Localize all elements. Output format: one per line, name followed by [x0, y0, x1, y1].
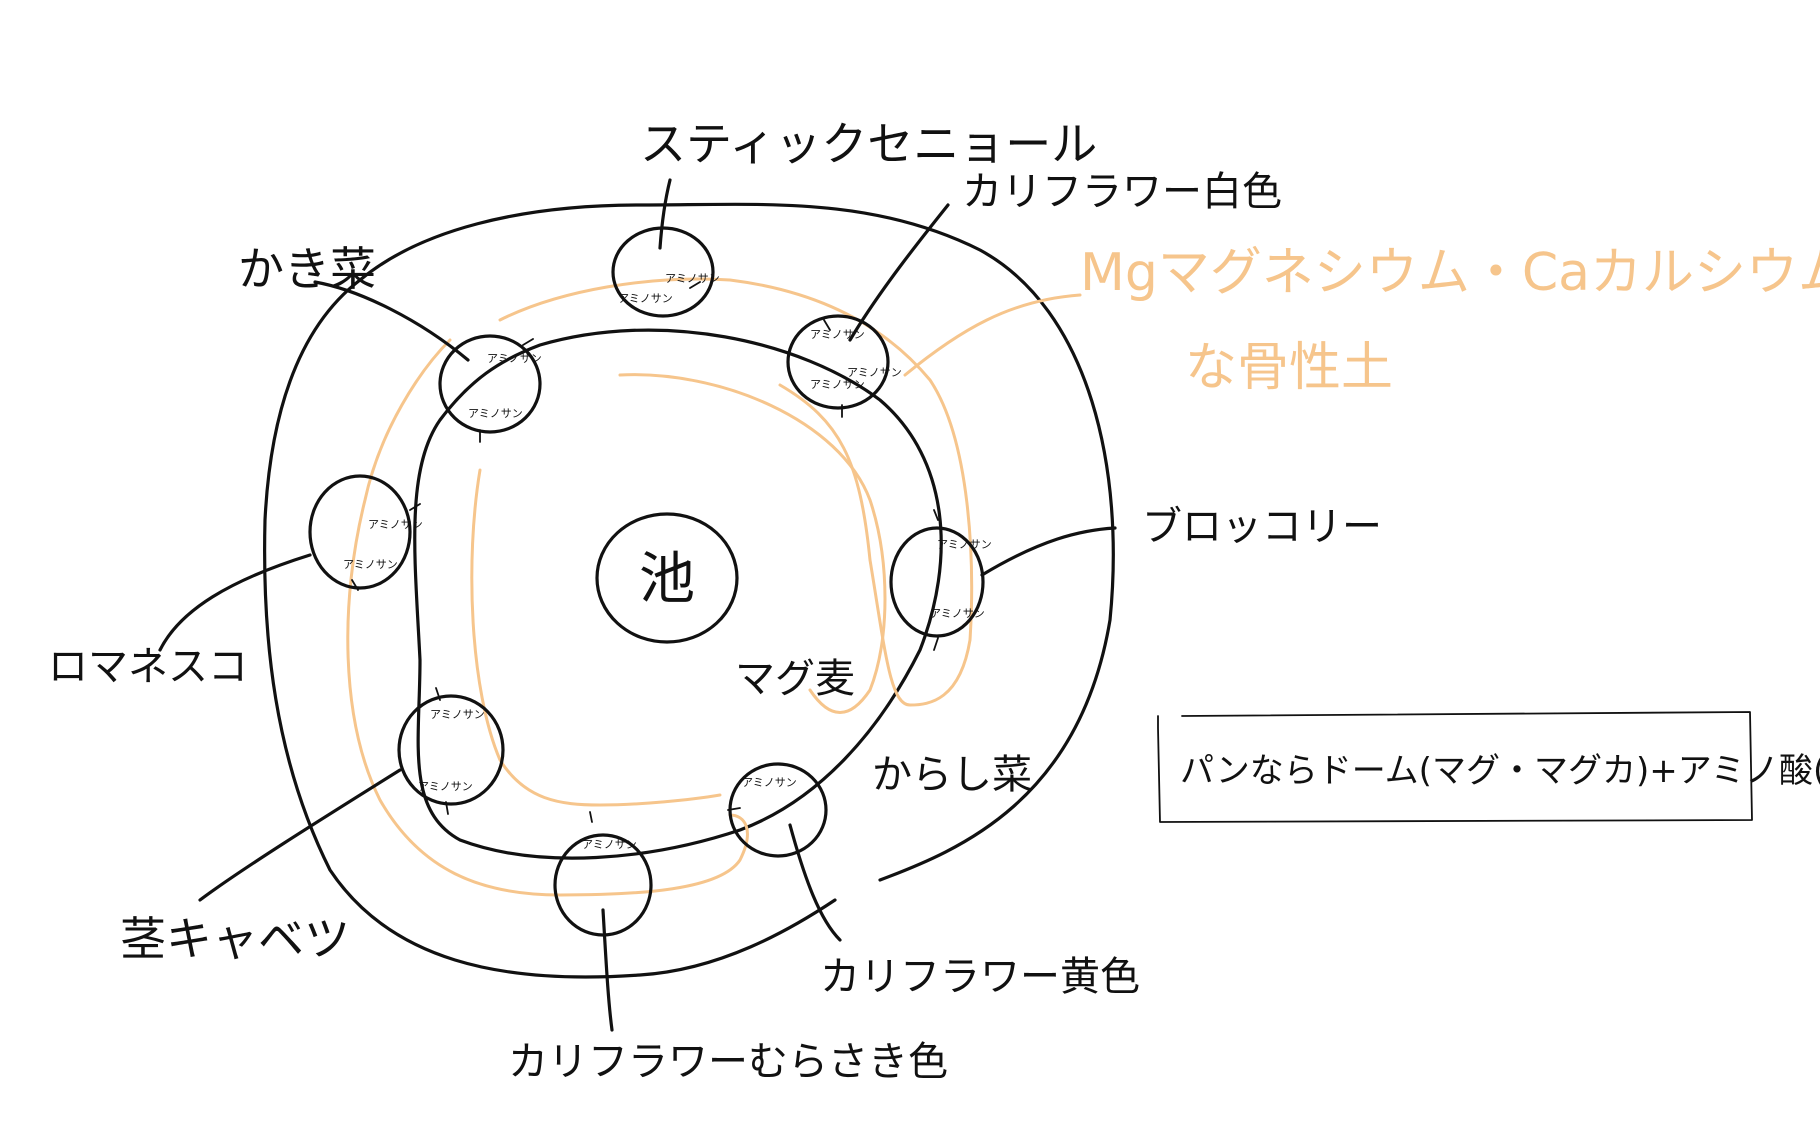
- arrow-marks: [351, 281, 939, 823]
- svg-text:アミノサン: アミノサン: [468, 407, 523, 420]
- plant-circle-top: アミノサン アミノサン: [611, 226, 720, 318]
- inner-ring: [413, 328, 943, 860]
- soil-band-inner: [346, 338, 749, 897]
- svg-text:アミノサン: アミノサン: [742, 776, 797, 789]
- plant-circle-top-right: アミノサン アミノサン アミノサン: [786, 314, 902, 410]
- svg-text:アミノサン: アミノサン: [618, 292, 673, 305]
- label-cauliflower-yellow: カリフラワー黄色: [820, 954, 1140, 1000]
- soil-note-line1: Mgマグネシウム・Caカルシウム: [1080, 243, 1820, 303]
- svg-text:アミノサン: アミノサン: [418, 780, 473, 793]
- note-box: [1157, 711, 1753, 823]
- leader-top: [658, 178, 672, 250]
- leader-bottom-right: [788, 823, 842, 942]
- soil-pointer-line: [903, 293, 1082, 377]
- svg-text:アミノサン: アミノサン: [810, 378, 865, 391]
- leader-top-right: [848, 203, 950, 342]
- note-box-text: パンならドーム(マグ・マグカ)+アミノ酸(菜食): [1180, 751, 1820, 791]
- label-romanesco: ロマネスコ: [48, 644, 248, 690]
- outer-ring: [263, 202, 1115, 979]
- svg-text:アミノサン: アミノサン: [430, 708, 485, 721]
- pond-label: 池: [639, 547, 695, 612]
- plant-circle-left: アミノサン アミノサン: [308, 474, 423, 590]
- label-kohlrabi: 茎キャベツ: [120, 912, 350, 966]
- svg-text:アミノサン: アミノサン: [847, 366, 902, 379]
- pond-circle: [595, 512, 739, 644]
- leader-bottom-left: [198, 768, 402, 902]
- soil-band-core: [618, 373, 887, 714]
- inner-ring-label: マグ麦: [735, 656, 855, 702]
- svg-text:アミノサン: アミノサン: [343, 558, 398, 571]
- leader-top-left: [313, 280, 470, 362]
- leader-right: [980, 526, 1117, 577]
- plant-circle-bottom-left: アミノサン アミノサン: [397, 694, 505, 806]
- soil-band-outer: [498, 277, 974, 707]
- leader-bottom: [601, 908, 614, 1032]
- label-cauliflower-purple: カリフラワーむらさき色: [508, 1039, 948, 1085]
- label-kakina: かき菜: [238, 242, 376, 296]
- svg-text:アミノサン: アミノサン: [487, 352, 542, 365]
- middle-ring-label: からし菜: [872, 752, 1032, 798]
- svg-text:アミノサン: アミノサン: [582, 838, 637, 851]
- label-cauliflower-white: カリフラワー白色: [962, 169, 1282, 215]
- leader-left: [158, 553, 312, 652]
- svg-text:アミノサン: アミノサン: [937, 538, 992, 551]
- plant-circle-right: アミノサン アミノサン: [889, 526, 992, 638]
- svg-text:アミノサン: アミノサン: [930, 607, 985, 620]
- soil-band-bottom: [470, 468, 722, 807]
- plant-circle-bottom-right: アミノサン: [728, 762, 828, 858]
- plant-circle-top-left: アミノサン アミノサン: [438, 334, 542, 434]
- label-broccoli: ブロッコリー: [1142, 504, 1382, 550]
- svg-text:アミノサン: アミノサン: [368, 518, 423, 531]
- svg-text:アミノサン: アミノサン: [665, 272, 720, 285]
- soil-note-line2: な骨性土: [1185, 338, 1393, 398]
- label-stick-senor: スティックセニョール: [640, 117, 1097, 171]
